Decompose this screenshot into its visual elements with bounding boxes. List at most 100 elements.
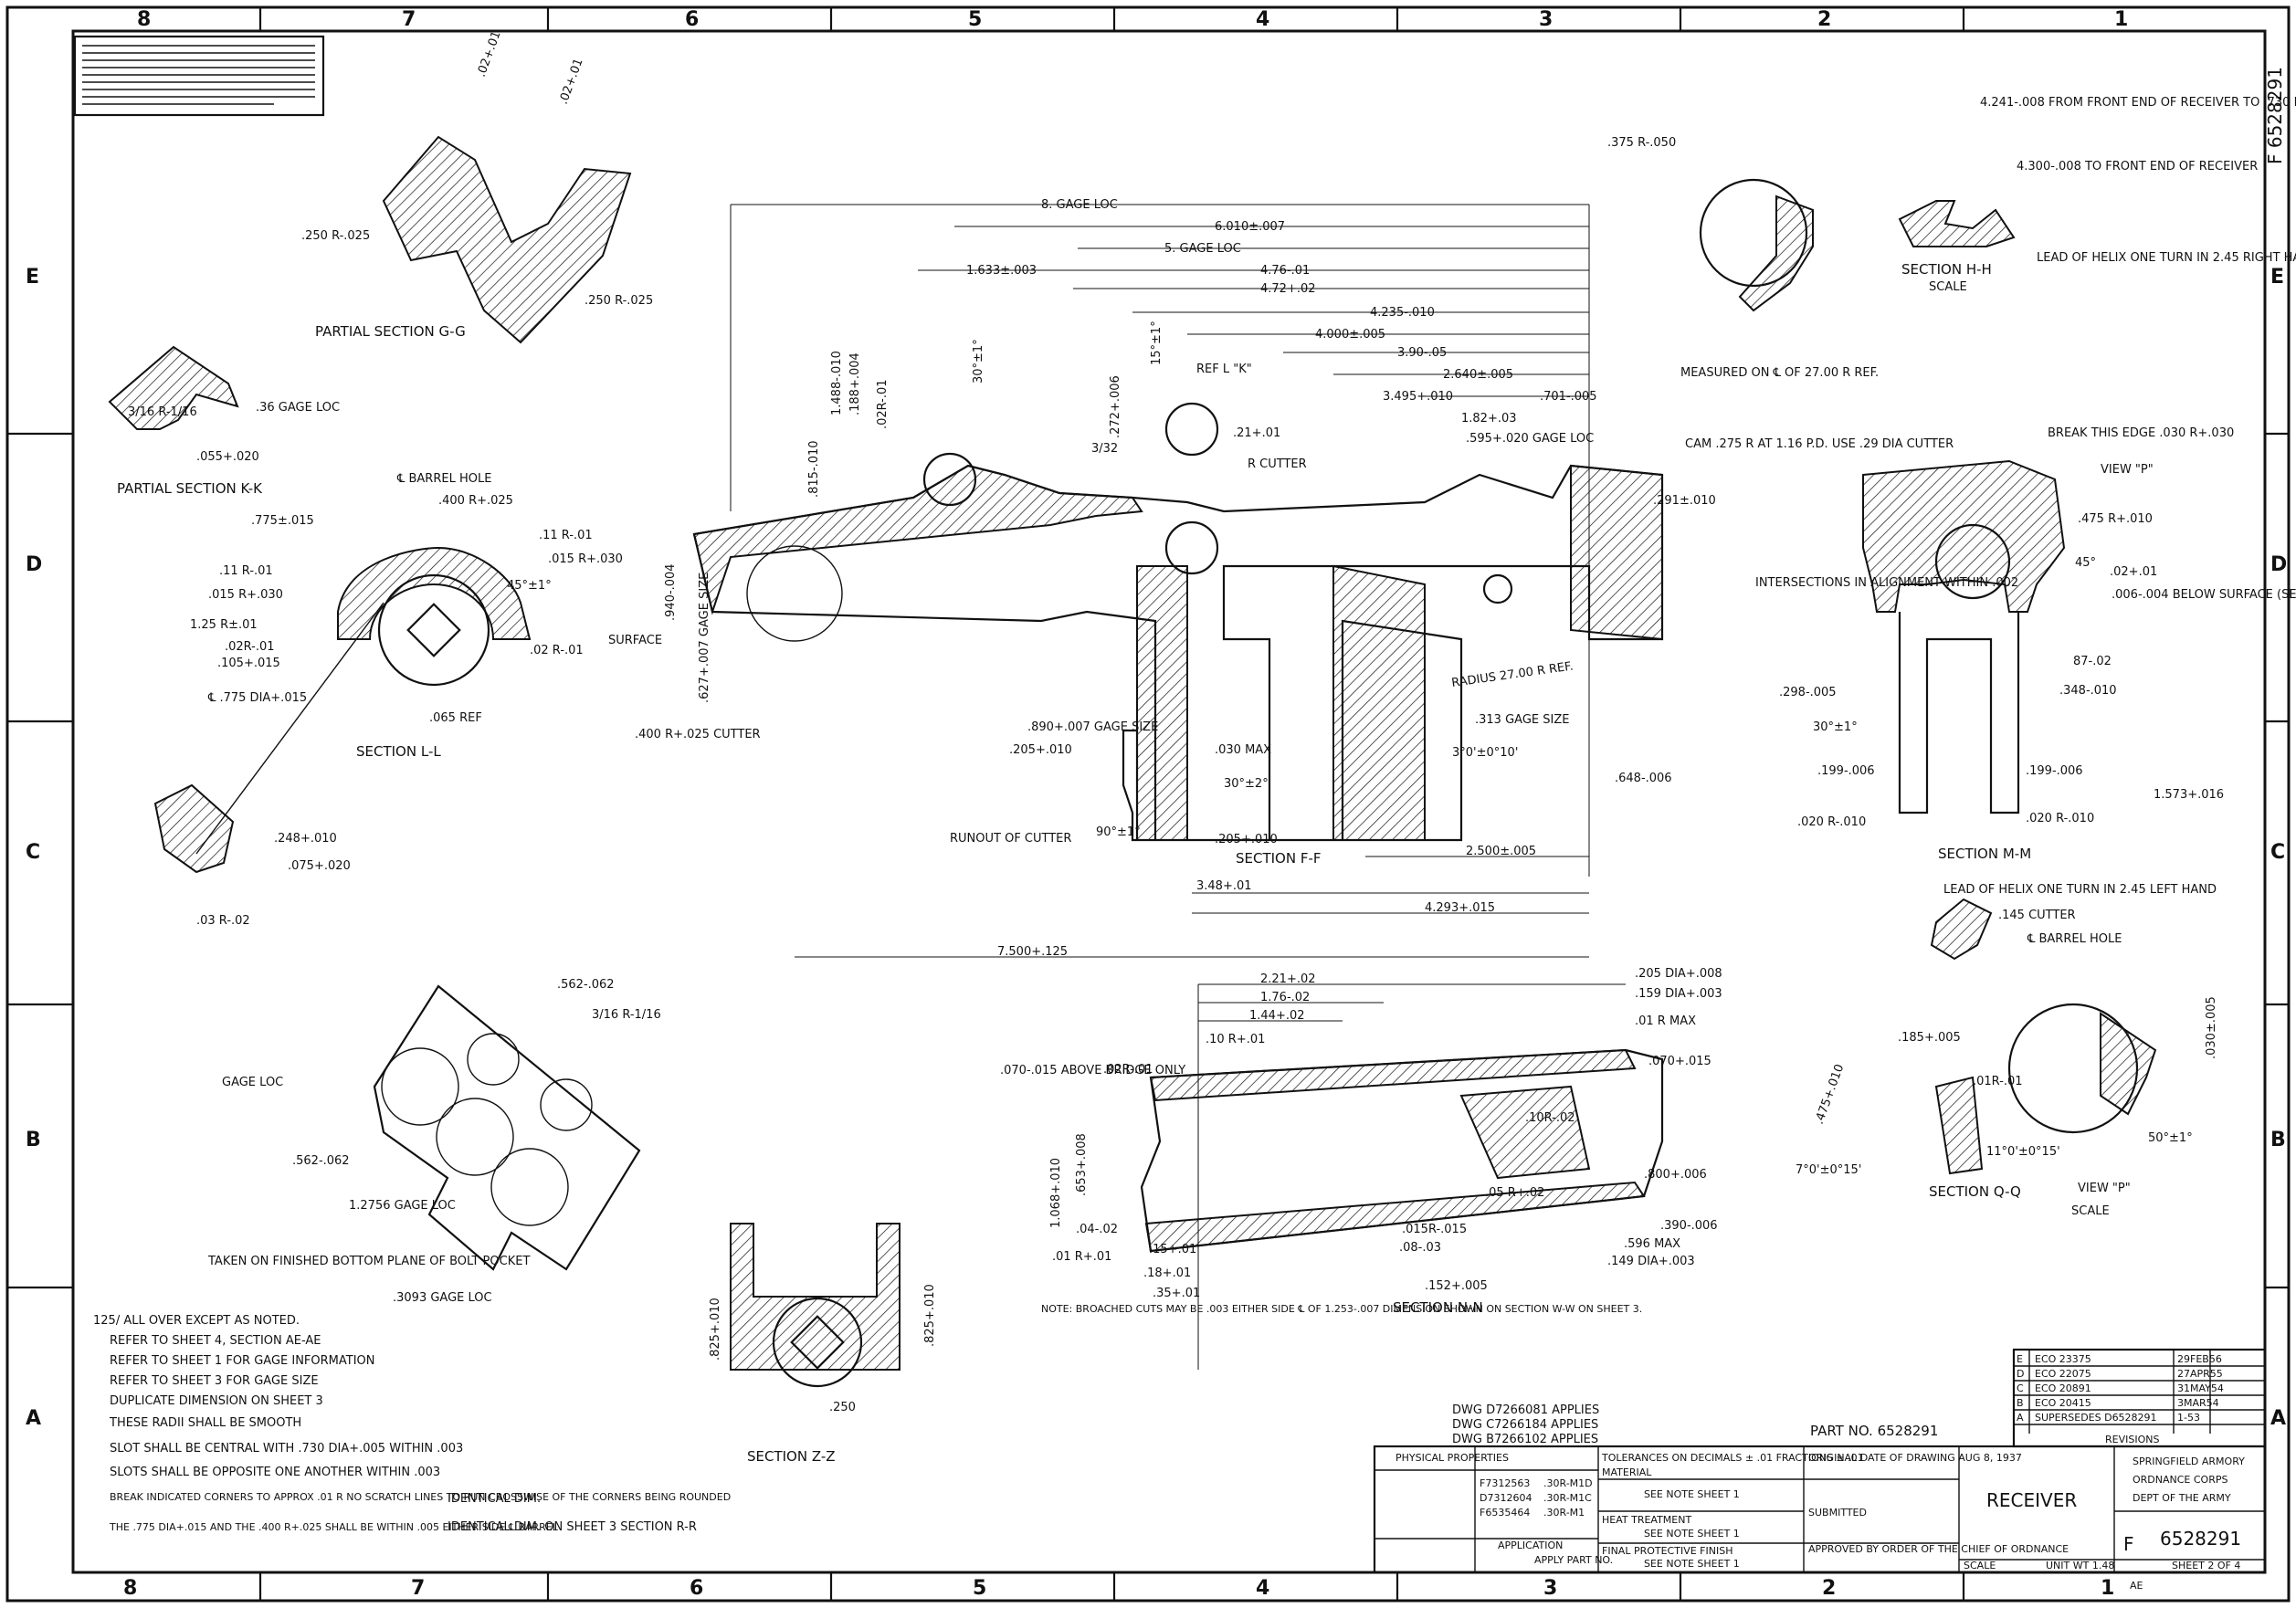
- note-8: BREAK INDICATED CORNERS TO APPROX .01 R …: [110, 1491, 731, 1503]
- tb-tolerances: TOLERANCES ON DECIMALS ± .01 FRACTIONS ±…: [1601, 1452, 1864, 1464]
- zone-ticks: [7, 7, 2289, 1601]
- dim-15-1: 15°±1°: [1150, 321, 1164, 365]
- note-9: THE .775 DIA+.015 AND THE .400 R+.025 SH…: [109, 1521, 559, 1533]
- rev-c-eco: ECO 20891: [2035, 1382, 2091, 1394]
- dim-5-gage-loc: 5. GAGE LOC: [1164, 242, 1241, 256]
- dim-break-edge: BREAK THIS EDGE .030 R+.030: [2048, 426, 2234, 440]
- dim-2640: 2.640±.005: [1443, 368, 1513, 382]
- dim-3-16-r: 3/16 R-1/16: [128, 405, 197, 419]
- tb-app-row2-model: .30R-M1C: [1543, 1492, 1592, 1504]
- dim-barrel-hole-2: ℄ BARREL HOLE: [2027, 932, 2122, 946]
- dim-4300: 4.300-.008 TO FRONT END OF RECEIVER: [2017, 160, 2258, 173]
- dim-070-b: .070+.015: [1648, 1055, 1711, 1068]
- dim-176: 1.76-.02: [1260, 991, 1310, 1004]
- rev-a-date: 1-53: [2177, 1412, 2200, 1424]
- section-hh: 4.241-.008 FROM FRONT END OF RECEIVER TO…: [1898, 96, 2296, 294]
- zone-row-b-right: B: [2270, 1129, 2286, 1151]
- note-dwg3: DWG B7266102 APPLIES: [1452, 1433, 1598, 1446]
- zone-row-e: E: [26, 266, 39, 289]
- rev-e-letter: E: [2017, 1353, 2023, 1365]
- dim-10r: .10 R+.01: [1206, 1033, 1265, 1046]
- zone-col-3: 3: [1539, 8, 1553, 31]
- dim-825-a: .825+.010: [709, 1298, 722, 1361]
- dim-348-b: .348-.010: [2059, 684, 2117, 698]
- dim-taken-on: TAKEN ON FINISHED BOTTOM PLANE OF BOLT P…: [207, 1255, 530, 1268]
- tb-agency-2: ORDNANCE CORPS: [2133, 1474, 2228, 1486]
- dim-barrel-hole: ℄ BARREL HOLE: [396, 472, 491, 486]
- dim-185: .185+.005: [1898, 1031, 1961, 1045]
- dim-648: .648-.006: [1615, 772, 1672, 785]
- dim-030-005: .030±.005: [2205, 996, 2218, 1059]
- zone-col-5: 5: [968, 8, 982, 31]
- dim-400-cutter: .400 R+.025 CUTTER: [635, 728, 761, 741]
- dim-measured-on: MEASURED ON ℄ OF 27.00 R REF.: [1680, 366, 1879, 380]
- dim-475r: .475 R+.010: [2078, 512, 2153, 526]
- dim-45-1: 45°±1°: [507, 579, 552, 593]
- dim-3-32: 3/32: [1091, 442, 1118, 456]
- zone-col-5-bottom: 5: [973, 1577, 986, 1600]
- dim-199-b: .199-.006: [2026, 764, 2083, 778]
- zone-row-a-right: A: [2270, 1407, 2286, 1430]
- note-1: REFER TO SHEET 4, SECTION AE-AE: [110, 1334, 321, 1348]
- dim-ref-l-k: REF L "K": [1196, 363, 1252, 376]
- rev-d-eco: ECO 22075: [2035, 1368, 2091, 1380]
- dim-250r-b: .250 R-.025: [585, 294, 653, 308]
- dim-020r-a: .020 R-.010: [1797, 815, 1866, 829]
- dim-08: .08-.03: [1399, 1241, 1441, 1255]
- rev-c-letter: C: [2017, 1382, 2024, 1394]
- note-3: REFER TO SHEET 3 FOR GAGE SIZE: [110, 1374, 319, 1388]
- note-5: THESE RADII SHALL BE SMOOTH: [109, 1416, 301, 1430]
- rev-b-date: 3MAR54: [2177, 1397, 2219, 1409]
- section-nn: 2.21+.02 1.76-.02 1.44+.02 .205 DIA+.008…: [1000, 967, 1722, 1370]
- dim-815: .815-.010: [807, 440, 821, 498]
- tb-scale: SCALE: [1964, 1560, 1996, 1571]
- dim-02-01-b: .02+.01: [557, 57, 586, 106]
- note-all-over: 125/ ALL OVER EXCEPT AS NOTED.: [93, 1314, 300, 1328]
- dwg-applies: DWG D7266081 APPLIES DWG C7266184 APPLIE…: [1452, 1403, 1599, 1446]
- dim-surface: SURFACE: [608, 634, 662, 647]
- dim-35: .35+.01: [1153, 1287, 1200, 1300]
- dim-890: .890+.007 GAGE SIZE: [1027, 720, 1158, 734]
- note-dwg1: DWG D7266081 APPLIES: [1452, 1403, 1599, 1417]
- rev-b-letter: B: [2017, 1397, 2024, 1409]
- dim-50-deg: 50°±1°: [2148, 1131, 2193, 1145]
- dim-390-b: .390-.006: [1660, 1219, 1718, 1233]
- tb-heat-treatment: HEAT TREATMENT: [1602, 1514, 1691, 1526]
- zone-col-6-bottom: 6: [690, 1577, 703, 1600]
- dim-250r-a: .250 R-.025: [301, 229, 370, 243]
- dim-01r-01: .01 R+.01: [1052, 1250, 1111, 1264]
- inner-border: [71, 29, 2267, 1574]
- dim-015r-b: .015 R+.030: [208, 588, 283, 602]
- dim-1633: 1.633±.003: [966, 264, 1037, 278]
- dim-800: .800+.006: [1644, 1168, 1707, 1182]
- dim-runout: RUNOUT OF CUTTER: [950, 832, 1071, 846]
- dim-02r-b: .02 R-.01: [530, 644, 584, 657]
- dim-199-a: .199-.006: [1817, 764, 1875, 778]
- dim-11-deg: 11°0'±0°15': [1986, 1145, 2060, 1159]
- rev-b-eco: ECO 20415: [2035, 1397, 2091, 1409]
- note-identical: IDENTICAL DIM.: [448, 1492, 541, 1506]
- dim-182: 1.82+.03: [1461, 412, 1517, 426]
- zone-row-c-right: C: [2270, 841, 2285, 864]
- dim-144: 1.44+.02: [1249, 1009, 1305, 1023]
- dim-596: .596 MAX: [1624, 1237, 1680, 1251]
- label-scale-vp: SCALE: [2071, 1204, 2110, 1218]
- tb-agency-1: SPRINGFIELD ARMORY: [2133, 1456, 2245, 1467]
- label-section-nn: SECTION N-N: [1393, 1299, 1483, 1316]
- dim-475: .475+.010: [1813, 1063, 1848, 1127]
- tb-original-date: ORIGINAL DATE OF DRAWING AUG 8, 1937: [1808, 1452, 2022, 1464]
- zone-col-2: 2: [1817, 8, 1831, 31]
- dim-653: .653+.008: [1075, 1133, 1089, 1196]
- tb-material: MATERIAL: [1602, 1466, 1652, 1478]
- dim-472: 4.72+.02: [1260, 282, 1316, 296]
- dim-radius-27: RADIUS 27.00 R REF.: [1450, 659, 1574, 690]
- detail-chip-left: .248+.010 .075+.020 .03 R-.02: [153, 602, 384, 928]
- tb-size: F: [2123, 1533, 2134, 1555]
- side-drawing-number: F 6528291: [2264, 67, 2286, 164]
- zone-row-d: D: [26, 553, 42, 576]
- dim-45: 45°: [2075, 556, 2096, 570]
- rev-c-date: 31MAY54: [2177, 1382, 2224, 1394]
- section-qq-view-p: LEAD OF HELIX ONE TURN IN 2.45 LEFT HAND…: [1796, 883, 2218, 1218]
- dim-030-max: .030 MAX: [1215, 743, 1271, 757]
